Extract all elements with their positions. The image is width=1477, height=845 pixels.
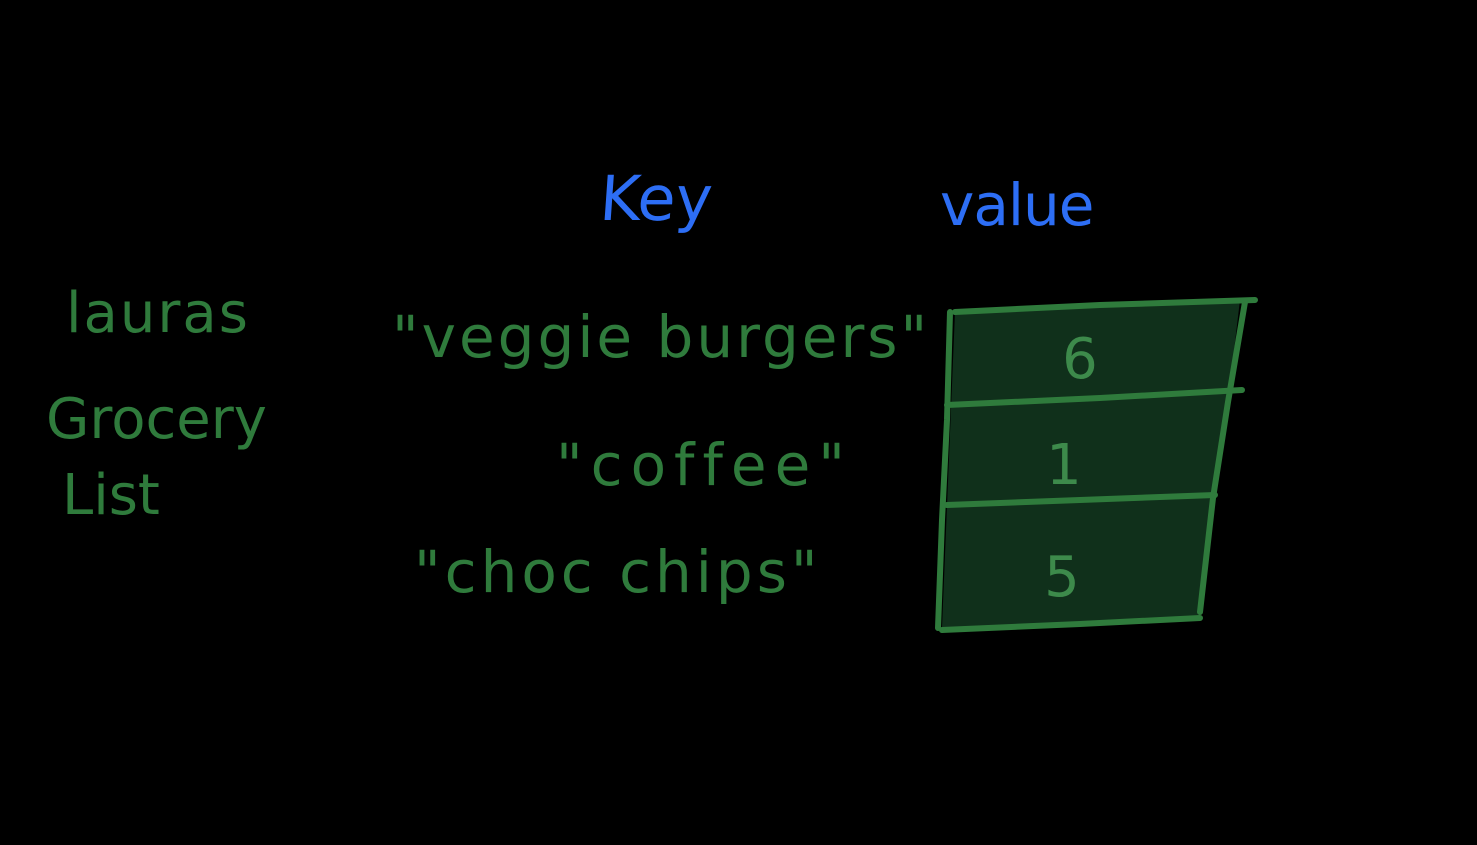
- list-title-line-3: List: [62, 463, 160, 528]
- value-table-fill: [942, 300, 1240, 628]
- key-entry-choc-chips: "choc chips": [414, 538, 822, 606]
- value-table-right-border: [1197, 299, 1248, 615]
- value-slot-1: 6: [1062, 327, 1098, 392]
- value-table-top-border: [952, 297, 1258, 315]
- key-entry-veggie-burgers: "veggie burgers": [392, 303, 931, 371]
- value-slot-3: 5: [1044, 545, 1080, 610]
- value-column-header: value: [940, 171, 1094, 239]
- list-title-line-1: lauras: [66, 281, 250, 346]
- value-table-divider-1: [944, 387, 1245, 408]
- value-table-divider-2: [944, 492, 1218, 508]
- list-title-line-2: Grocery: [46, 387, 267, 452]
- key-entry-coffee: "coffee": [556, 431, 853, 499]
- value-table-bottom-border: [939, 615, 1203, 633]
- value-table-left-border: [935, 309, 953, 631]
- value-slot-2: 1: [1046, 433, 1082, 498]
